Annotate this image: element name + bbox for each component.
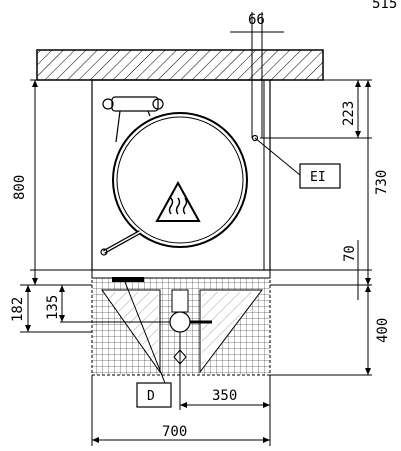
ei-label-box [299,163,341,189]
dim-66: 66 [248,12,265,28]
dim-700: 700 [162,424,187,440]
drain-pipe [171,289,189,313]
left-funnel-hatch [105,292,158,365]
dim-800: 800 [12,175,28,200]
dim-70: 70 [342,245,358,262]
reel-bracket [111,96,159,112]
drain-plate [112,277,144,282]
reel-drum [112,112,248,248]
d-label-box [136,382,172,408]
dim-730: 730 [374,170,390,195]
bracket-arm-right [147,110,151,117]
dim-350: 350 [212,388,237,404]
d-leader [124,281,166,384]
ei-leader [254,137,301,176]
bracket-arm-left [115,110,121,143]
dim-400: 400 [375,318,391,343]
bracket-right-knob [152,98,164,110]
ceiling-slab [36,49,324,81]
corner-text: 515 [372,0,397,12]
dim-182: 182 [10,297,26,322]
dim-135: 135 [45,295,61,320]
lower-housing-top [91,269,271,279]
dim-223: 223 [341,101,357,126]
drain-valve [169,311,191,333]
d-label: D [147,389,155,404]
right-funnel-hatch [202,292,258,365]
bracket-left-knob [102,98,114,110]
reel-drum-inner [116,116,244,244]
hot-surface-warning-icon [155,180,201,222]
cable-arm-end [100,248,108,256]
ei-label: EI [310,170,326,185]
